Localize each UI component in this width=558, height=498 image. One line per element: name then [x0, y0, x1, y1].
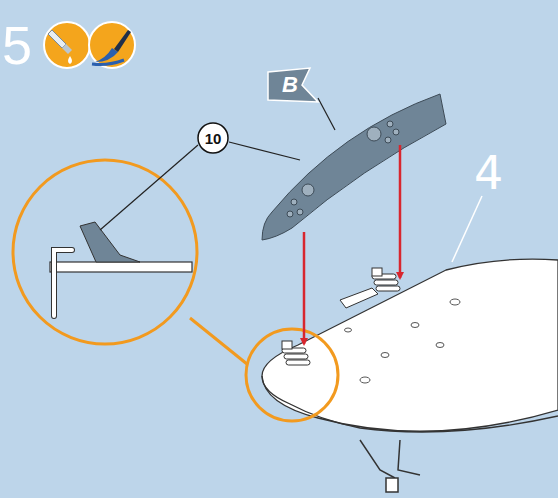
illustration-part: [360, 377, 370, 383]
illustration-part: [50, 262, 192, 272]
illustration-part: [372, 268, 382, 276]
illustration-part: [398, 440, 420, 475]
illustration-part: [68, 56, 72, 64]
illustration-part: [44, 22, 90, 68]
illustration-part: [48, 30, 66, 48]
illustration-part: [262, 94, 446, 240]
illustration-part: [302, 184, 314, 196]
callout-circle: [198, 123, 228, 153]
glue-icon: [44, 22, 90, 68]
illustration-part: [92, 60, 124, 65]
part-number: 4: [474, 146, 503, 200]
insert-arrow: [399, 145, 402, 278]
callout-text: 10: [205, 130, 222, 147]
callout-number: 10: [197, 122, 229, 154]
illustration-part: [284, 354, 308, 359]
illustration-part: [450, 299, 460, 305]
illustration-part: [393, 129, 399, 135]
illustration-part: [385, 137, 391, 143]
illustration-part: [282, 341, 292, 349]
illustration-part: [287, 121, 399, 217]
illustration-part: [54, 250, 72, 316]
illustration-part: [345, 299, 461, 383]
illustration-part: [89, 22, 135, 68]
illustration-part: [340, 288, 378, 308]
illustration-part: [54, 250, 72, 316]
zoom-detail: [50, 222, 192, 316]
illustration-part: [262, 376, 558, 432]
illustration-part: [291, 199, 297, 205]
zoom-link: [190, 318, 247, 364]
brush-icon: [89, 22, 135, 68]
illustration-part: [411, 323, 419, 328]
leader-line: [229, 142, 300, 160]
flag-shape: [268, 68, 318, 102]
illustration-part: [387, 121, 393, 127]
dowel-pegs: [372, 268, 400, 291]
illustration-part: [80, 222, 140, 262]
leader-line: [452, 196, 482, 262]
dowel-pegs: [282, 341, 310, 365]
illustration-part: [376, 286, 400, 291]
leader-line: [318, 98, 335, 130]
leader-line: [100, 145, 198, 230]
board-part: [262, 259, 558, 432]
zoom-circle: [13, 160, 197, 344]
illustration-part: [297, 209, 303, 215]
part-b: [262, 94, 446, 240]
illustration-part: [287, 211, 293, 217]
insert-arrow: [303, 232, 306, 344]
zoom-circle: [246, 329, 338, 421]
illustration-part: [114, 30, 131, 52]
illustration-part: [386, 478, 398, 492]
illustration-part: [436, 343, 444, 348]
board-legs: [360, 440, 420, 492]
illustration-part: [345, 328, 352, 332]
illustration-part: [381, 353, 389, 358]
illustration-part: [62, 44, 72, 54]
step-number: 5: [2, 14, 32, 76]
part-letter: B: [282, 72, 298, 98]
illustration-part: [367, 127, 381, 141]
illustration-part: [262, 259, 558, 431]
illustration-part: [360, 440, 395, 478]
part-flag: B: [268, 68, 318, 102]
illustration-part: [286, 360, 310, 365]
illustration-part: [374, 280, 398, 285]
illustration-part: [95, 48, 118, 62]
